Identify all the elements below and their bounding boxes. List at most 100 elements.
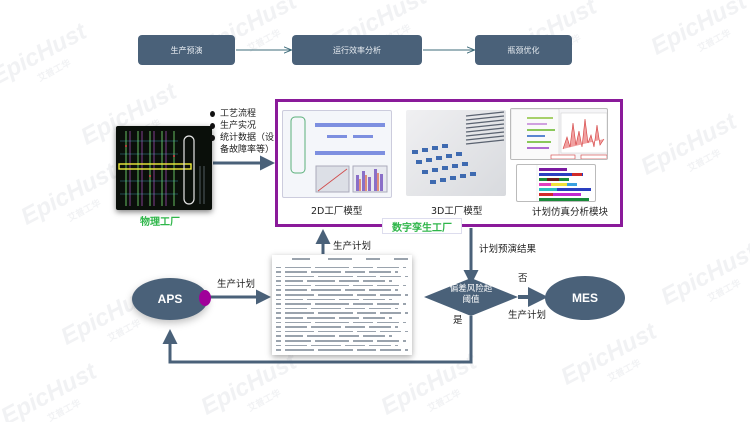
table-row (276, 297, 408, 302)
table-cell (353, 303, 373, 305)
table-cell (307, 317, 335, 319)
feedback-loop-arrow (162, 316, 473, 364)
table-cell (276, 284, 281, 287)
table-cell (317, 349, 353, 351)
simulation-module-label: 计划仿真分析模块 (532, 207, 609, 218)
table-cell (345, 344, 365, 347)
table-rows (276, 265, 408, 352)
table-cell (315, 284, 349, 287)
table-row (276, 265, 408, 270)
aps-node: APS (132, 278, 208, 320)
edge-label-table-to-twin: 生产计划 (333, 241, 372, 252)
table-cell (315, 321, 349, 324)
table-cell (353, 340, 373, 342)
table-cell (369, 271, 391, 273)
flow-step-production-rehearsal: 生产预演 (138, 35, 235, 65)
table-cell (363, 298, 385, 301)
table-cell (276, 326, 281, 328)
table-cell (311, 326, 341, 328)
table-cell (379, 349, 402, 351)
table-cell (339, 317, 359, 319)
table-cell (307, 335, 335, 337)
table-cell (284, 294, 314, 296)
table-cell (379, 294, 402, 296)
edge-label-aps-to-table: 生产计划 (217, 279, 256, 290)
table-cell (389, 298, 392, 301)
table-cell (379, 275, 402, 278)
table-cell (285, 284, 311, 287)
table-cell (345, 271, 365, 273)
table-cell (311, 271, 341, 273)
table-cell (285, 266, 311, 269)
table-row (276, 311, 408, 316)
table-row (276, 343, 408, 348)
table-row (276, 288, 408, 293)
table-cell (377, 303, 399, 305)
2d-model-label: 2D工厂模型 (311, 206, 363, 217)
table-cell (405, 330, 408, 333)
table-cell (285, 307, 307, 310)
table-cell (356, 294, 376, 296)
table-row (276, 316, 408, 321)
decision-node-label: 偏差风险超阈值 (449, 284, 493, 305)
table-cell (395, 271, 398, 273)
table-cell (356, 330, 376, 333)
table-cell (339, 335, 359, 337)
flow-step-bottleneck-optimization: 瓶颈优化 (475, 35, 572, 65)
physical-factory-image (116, 126, 212, 210)
table-cell (377, 340, 399, 342)
table-cell (405, 275, 408, 278)
table-cell (356, 312, 376, 315)
input-item: 统计数据（设备故障率等） (210, 132, 280, 156)
input-item: 工艺流程 (210, 108, 280, 120)
table-cell (276, 344, 281, 347)
flow-step-label: 运行效率分析 (333, 45, 381, 55)
table-cell (363, 335, 385, 337)
mes-node-label: MES (571, 291, 598, 305)
table-cell (369, 344, 391, 347)
table-cell (276, 349, 281, 351)
table-cell (276, 307, 281, 310)
table-cell (395, 326, 398, 328)
table-cell (405, 349, 408, 351)
decision-diamond (424, 278, 518, 316)
table-cell (285, 280, 303, 282)
table-cell (276, 330, 281, 333)
physical-factory-inputs: 工艺流程 生产实况 统计数据（设备故障率等） (210, 108, 280, 156)
table-cell (285, 298, 303, 301)
table-cell (339, 280, 359, 282)
table-row (276, 348, 408, 353)
table-cell (353, 284, 373, 287)
table-cell (311, 289, 341, 292)
table-cell (285, 335, 303, 337)
aps-output-port (199, 290, 211, 306)
table-row (276, 270, 408, 275)
table-cell (285, 317, 303, 319)
table-cell (276, 335, 281, 337)
table-row (276, 325, 408, 330)
table-cell (285, 340, 311, 342)
production-plan-table-image (272, 255, 412, 355)
3d-factory-model-image (406, 110, 506, 196)
table-row (276, 306, 408, 311)
table-cell (285, 321, 311, 324)
flow-step-label: 生产预演 (170, 45, 203, 55)
digital-twin-label-text: 数字孪生工厂 (392, 222, 452, 234)
table-cell (284, 330, 314, 333)
table-cell (339, 298, 359, 301)
table-cell (315, 340, 349, 342)
3d-model-label: 3D工厂模型 (431, 206, 483, 217)
table-row (276, 320, 408, 325)
edge-label-twin-to-decision: 计划预演结果 (479, 244, 537, 255)
edge-label-decision-to-mes: 生产计划 (508, 310, 547, 321)
table-row (276, 279, 408, 284)
table-cell (363, 317, 385, 319)
table-cell (345, 326, 365, 328)
table-cell (353, 266, 373, 269)
table-cell (284, 349, 314, 351)
table-row (276, 302, 408, 307)
edge-label-decision-yes: 是 (453, 315, 463, 326)
table-cell (369, 289, 391, 292)
table-cell (276, 340, 281, 342)
